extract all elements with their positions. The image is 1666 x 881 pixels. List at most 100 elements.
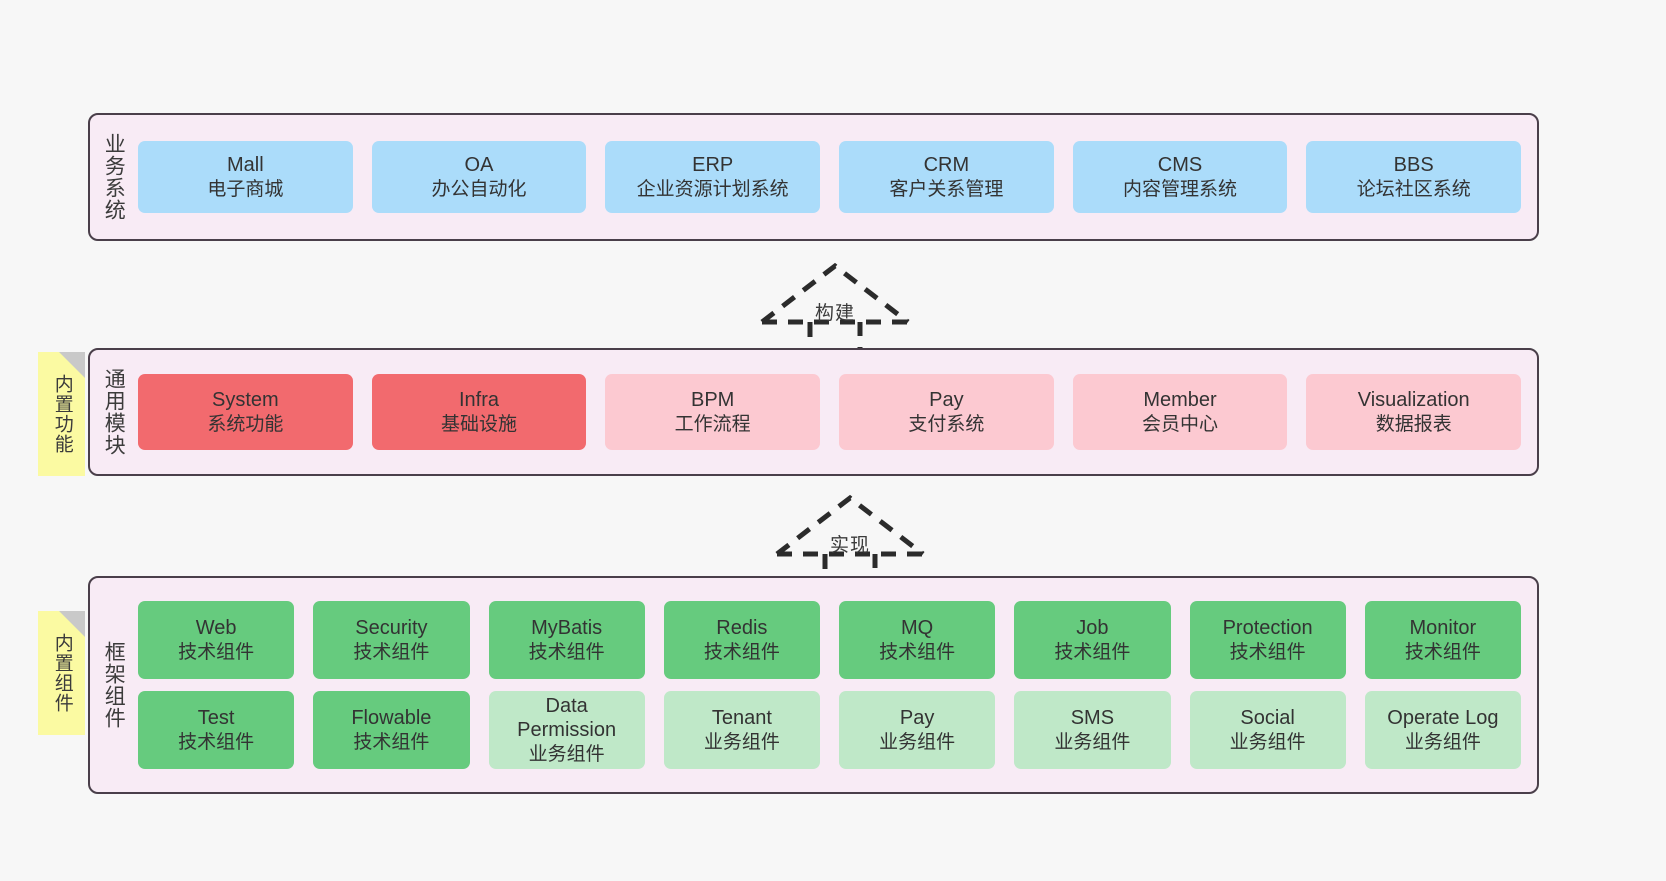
- card-data-permission-desc: 业务组件: [528, 743, 605, 765]
- card-tenant-desc: 业务组件: [703, 731, 780, 753]
- card-infra[interactable]: Infra 基础设施: [371, 374, 587, 450]
- card-flowable-desc: 技术组件: [353, 731, 430, 753]
- card-monitor[interactable]: Monitor 技术组件: [1364, 601, 1521, 679]
- card-member-name: Member: [1143, 389, 1217, 412]
- framework-card-row-2: Test 技术组件 Flowable 技术组件 Data Permission …: [138, 691, 1521, 769]
- card-cms[interactable]: CMS 内容管理系统: [1072, 141, 1288, 213]
- card-mall[interactable]: Mall 电子商城: [138, 141, 353, 213]
- card-crm[interactable]: CRM 客户关系管理: [839, 141, 1054, 213]
- card-system-name: System: [211, 389, 279, 412]
- card-crm-name: CRM: [923, 154, 970, 177]
- sticky-fold-corner-icon: [59, 352, 85, 378]
- common-card-row: System 系统功能 Infra 基础设施 BPM 工作流程 Pay 支付系统…: [138, 374, 1522, 450]
- card-operate-log[interactable]: Operate Log 业务组件: [1364, 691, 1521, 769]
- connector-build: 构建: [760, 260, 910, 358]
- sticky-note-builtin-component: 内置组件: [38, 611, 85, 735]
- card-bpm-name: BPM: [691, 389, 735, 412]
- card-pay-component[interactable]: Pay 业务组件: [839, 691, 996, 769]
- layer-business-system: 业务系统 Mall 电子商城 OA 办公自动化 ERP 企业资源计划系统 CRM…: [88, 113, 1539, 241]
- card-monitor-name: Monitor: [1409, 617, 1477, 640]
- card-security-desc: 技术组件: [353, 641, 430, 663]
- card-data-permission-name: Data Permission: [517, 695, 617, 742]
- card-cms-name: CMS: [1157, 154, 1203, 177]
- layer-common-title: 通用模块: [102, 368, 126, 456]
- card-social-desc: 业务组件: [1229, 731, 1306, 753]
- card-web-name: Web: [195, 617, 237, 640]
- card-test[interactable]: Test 技术组件: [138, 691, 295, 769]
- card-protection[interactable]: Protection 技术组件: [1189, 601, 1346, 679]
- card-social[interactable]: Social 业务组件: [1189, 691, 1346, 769]
- card-operate-log-name: Operate Log: [1387, 707, 1499, 730]
- card-web-desc: 技术组件: [178, 641, 255, 663]
- card-bbs[interactable]: BBS 论坛社区系统: [1306, 141, 1522, 213]
- card-infra-desc: 基础设施: [441, 413, 518, 435]
- card-flowable[interactable]: Flowable 技术组件: [313, 691, 470, 769]
- sticky-note-builtin-function-label: 内置功能: [51, 374, 73, 454]
- card-pay-component-name: Pay: [899, 707, 935, 730]
- card-flowable-name: Flowable: [351, 707, 432, 730]
- layer-framework-title: 框架组件: [102, 641, 126, 729]
- card-oa-name: OA: [464, 154, 494, 177]
- card-bbs-desc: 论坛社区系统: [1356, 178, 1471, 200]
- card-test-desc: 技术组件: [178, 731, 255, 753]
- card-oa-desc: 办公自动化: [431, 178, 527, 200]
- card-bpm[interactable]: BPM 工作流程: [605, 374, 821, 450]
- card-pay-module-desc: 支付系统: [908, 413, 985, 435]
- card-mybatis-desc: 技术组件: [528, 641, 605, 663]
- card-web[interactable]: Web 技术组件: [138, 601, 295, 679]
- card-test-name: Test: [197, 707, 235, 730]
- layer-business-body: Mall 电子商城 OA 办公自动化 ERP 企业资源计划系统 CRM 客户关系…: [136, 115, 1537, 239]
- card-infra-name: Infra: [458, 389, 500, 412]
- card-mall-name: Mall: [227, 154, 264, 177]
- card-sms-desc: 业务组件: [1054, 731, 1131, 753]
- card-mall-desc: 电子商城: [207, 178, 284, 200]
- card-job-name: Job: [1076, 617, 1109, 640]
- card-erp-desc: 企业资源计划系统: [636, 178, 789, 200]
- card-data-permission[interactable]: Data Permission 业务组件: [488, 691, 645, 769]
- card-member[interactable]: Member 会员中心: [1072, 374, 1288, 450]
- sticky-note-builtin-component-label: 内置组件: [51, 633, 73, 713]
- card-social-name: Social: [1240, 707, 1295, 730]
- card-erp[interactable]: ERP 企业资源计划系统: [605, 141, 821, 213]
- card-member-desc: 会员中心: [1142, 413, 1219, 435]
- card-redis-desc: 技术组件: [703, 641, 780, 663]
- sticky-note-builtin-function: 内置功能: [38, 352, 85, 476]
- card-bpm-desc: 工作流程: [674, 413, 751, 435]
- card-pay-component-desc: 业务组件: [879, 731, 956, 753]
- card-job[interactable]: Job 技术组件: [1014, 601, 1171, 679]
- card-protection-name: Protection: [1222, 617, 1313, 640]
- card-security-name: Security: [355, 617, 428, 640]
- card-tenant[interactable]: Tenant 业务组件: [663, 691, 820, 769]
- card-redis[interactable]: Redis 技术组件: [663, 601, 820, 679]
- card-oa[interactable]: OA 办公自动化: [371, 141, 587, 213]
- card-security[interactable]: Security 技术组件: [313, 601, 470, 679]
- card-protection-desc: 技术组件: [1229, 641, 1306, 663]
- layer-common-body: System 系统功能 Infra 基础设施 BPM 工作流程 Pay 支付系统…: [136, 350, 1537, 474]
- card-erp-name: ERP: [692, 154, 734, 177]
- card-mybatis[interactable]: MyBatis 技术组件: [488, 601, 645, 679]
- card-system[interactable]: System 系统功能: [138, 374, 353, 450]
- card-job-desc: 技术组件: [1054, 641, 1131, 663]
- layer-framework-component: 框架组件 Web 技术组件 Security 技术组件 MyBatis 技术组件…: [88, 576, 1539, 794]
- card-mybatis-name: MyBatis: [531, 617, 603, 640]
- business-card-row: Mall 电子商城 OA 办公自动化 ERP 企业资源计划系统 CRM 客户关系…: [138, 141, 1522, 213]
- card-redis-name: Redis: [716, 617, 768, 640]
- card-operate-log-desc: 业务组件: [1404, 731, 1481, 753]
- card-sms[interactable]: SMS 业务组件: [1014, 691, 1171, 769]
- card-sms-name: SMS: [1070, 707, 1115, 730]
- card-visualization-name: Visualization: [1357, 389, 1470, 412]
- framework-card-row-1: Web 技术组件 Security 技术组件 MyBatis 技术组件 Redi…: [138, 601, 1521, 679]
- card-mq[interactable]: MQ 技术组件: [839, 601, 996, 679]
- layer-framework-body: Web 技术组件 Security 技术组件 MyBatis 技术组件 Redi…: [136, 578, 1537, 792]
- card-bbs-name: BBS: [1393, 154, 1434, 177]
- card-mq-name: MQ: [901, 617, 934, 640]
- layer-common-module: 通用模块 System 系统功能 Infra 基础设施 BPM 工作流程 Pay…: [88, 348, 1539, 476]
- sticky-fold-corner-icon: [59, 611, 85, 637]
- card-monitor-desc: 技术组件: [1404, 641, 1481, 663]
- card-visualization[interactable]: Visualization 数据报表: [1306, 374, 1522, 450]
- card-pay-module-name: Pay: [929, 389, 964, 412]
- layer-business-title: 业务系统: [102, 133, 126, 221]
- card-visualization-desc: 数据报表: [1375, 413, 1452, 435]
- card-pay-module[interactable]: Pay 支付系统: [839, 374, 1054, 450]
